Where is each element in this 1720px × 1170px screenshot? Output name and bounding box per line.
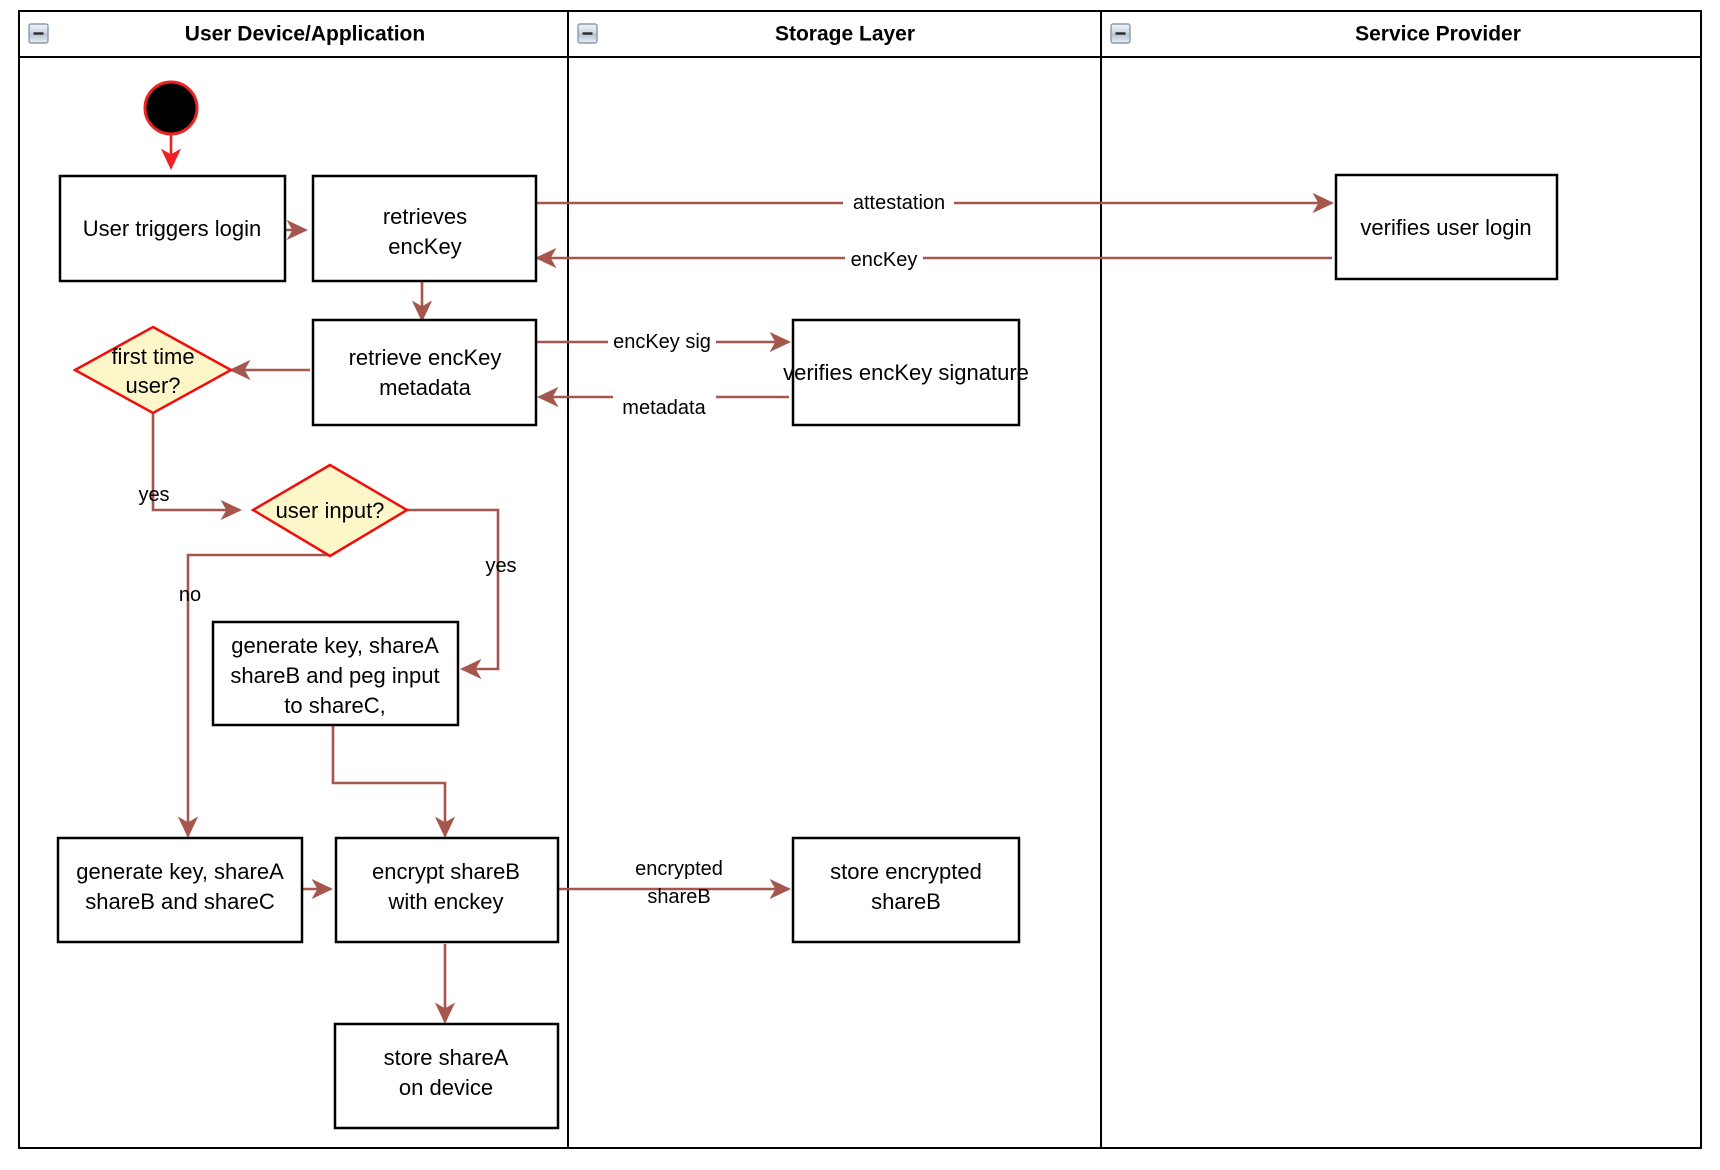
svg-text:encrypted: encrypted (635, 858, 723, 880)
node-label-store-sharea-line2: on device (399, 1075, 493, 1100)
node-label-store-encrypted-shareb-line1: store encrypted (830, 859, 982, 884)
lane-title-user-device: User Device/Application (185, 23, 425, 46)
node-label-first-time-user-line2: user? (125, 373, 180, 398)
node-label-store-encrypted-shareb-line2: shareB (871, 889, 941, 914)
node-label-retrieves-enckey-line1: retrieves (383, 204, 467, 229)
edge-label-enckey-sig: encKey sig (608, 329, 716, 353)
edge-user-input-yes (407, 508, 500, 680)
node-retrieves-enckey[interactable]: retrieves encKey (311, 174, 538, 283)
start-circle-icon (143, 80, 199, 136)
node-store-encrypted-shareb[interactable]: store encrypted shareB (791, 836, 1021, 944)
node-verifies-user-login[interactable]: verifies user login (1334, 173, 1559, 281)
node-start[interactable] (143, 80, 199, 136)
node-label-encrypt-shareb-line1: encrypt shareB (372, 859, 520, 884)
node-first-time-user[interactable]: first time user? (72, 325, 234, 415)
svg-text:attestation: attestation (853, 192, 945, 214)
lane-header-user-device (18, 10, 569, 58)
edge-label-metadata: metadata (613, 395, 716, 419)
svg-text:yes: yes (485, 555, 516, 577)
node-label-first-time-user-line1: first time (111, 344, 194, 369)
edge-label-attestation: attestation (843, 190, 954, 214)
collapse-icon-user-device[interactable] (28, 23, 49, 44)
lane-body-storage-layer (567, 56, 1102, 1149)
lane-header-service-provider (1100, 10, 1702, 58)
svg-text:metadata: metadata (622, 397, 706, 419)
node-label-generate-key-sharec-line2: shareB and shareC (85, 889, 275, 914)
node-store-sharea-on-device[interactable]: store shareA on device (333, 1022, 560, 1130)
node-label-generate-key-peg-line2: shareB and peg input (230, 663, 439, 688)
node-label-generate-key-peg-line3: to shareC, (284, 693, 386, 718)
edge-label-user-input-no: no (179, 584, 201, 606)
node-generate-key-peg[interactable]: generate key, shareA shareB and peg inpu… (211, 620, 460, 727)
node-encrypt-shareb[interactable]: encrypt shareB with enckey (334, 836, 560, 944)
node-label-retrieve-enckey-metadata-line1: retrieve encKey (349, 345, 502, 370)
svg-text:encKey sig: encKey sig (613, 331, 711, 353)
edge-generate-key-peg-to-encrypt-shareb (331, 725, 456, 838)
edge-label-encrypted-shareb: encrypted shareB (621, 853, 745, 908)
svg-text:yes: yes (138, 484, 169, 506)
node-user-triggers-login[interactable]: User triggers login (58, 174, 287, 283)
lane-title-service-provider: Service Provider (1355, 23, 1521, 46)
node-retrieve-enckey-metadata[interactable]: retrieve encKey metadata (311, 318, 538, 427)
svg-text:encKey: encKey (851, 249, 918, 271)
lane-header-storage-layer (567, 10, 1102, 58)
edge-label-enckey: encKey (845, 247, 923, 271)
node-label-retrieve-enckey-metadata-line2: metadata (379, 375, 471, 400)
svg-text:no: no (179, 584, 201, 606)
node-label-encrypt-shareb-line2: with enckey (388, 889, 504, 914)
node-label-verifies-user-login: verifies user login (1360, 215, 1531, 240)
node-label-generate-key-peg-line1: generate key, shareA (231, 633, 439, 658)
node-verifies-enckey-signature[interactable]: verifies encKey signature (783, 318, 1029, 427)
node-generate-key-sharec[interactable]: generate key, shareA shareB and shareC (56, 836, 304, 944)
svg-text:shareB: shareB (647, 886, 710, 908)
edge-first-time-user-yes (151, 413, 242, 521)
lane-title-storage-layer: Storage Layer (775, 23, 915, 46)
collapse-icon-service-provider[interactable] (1110, 23, 1131, 44)
node-label-verifies-enckey-signature: verifies encKey signature (783, 360, 1029, 385)
node-user-input[interactable]: user input? (250, 463, 410, 558)
edge-label-first-time-yes: yes (138, 484, 169, 506)
edge-user-input-no (177, 553, 330, 838)
collapse-icon-storage-layer[interactable] (577, 23, 598, 44)
edge-label-user-input-yes: yes (485, 555, 516, 577)
lane-storage-layer[interactable]: Storage Layer (567, 10, 1102, 1149)
node-label-store-sharea-line1: store shareA (384, 1045, 509, 1070)
node-label-generate-key-sharec-line1: generate key, shareA (76, 859, 284, 884)
node-label-user-triggers-login: User triggers login (83, 216, 262, 241)
node-label-user-input: user input? (276, 498, 385, 523)
node-label-retrieves-enckey-line2: encKey (388, 234, 461, 259)
